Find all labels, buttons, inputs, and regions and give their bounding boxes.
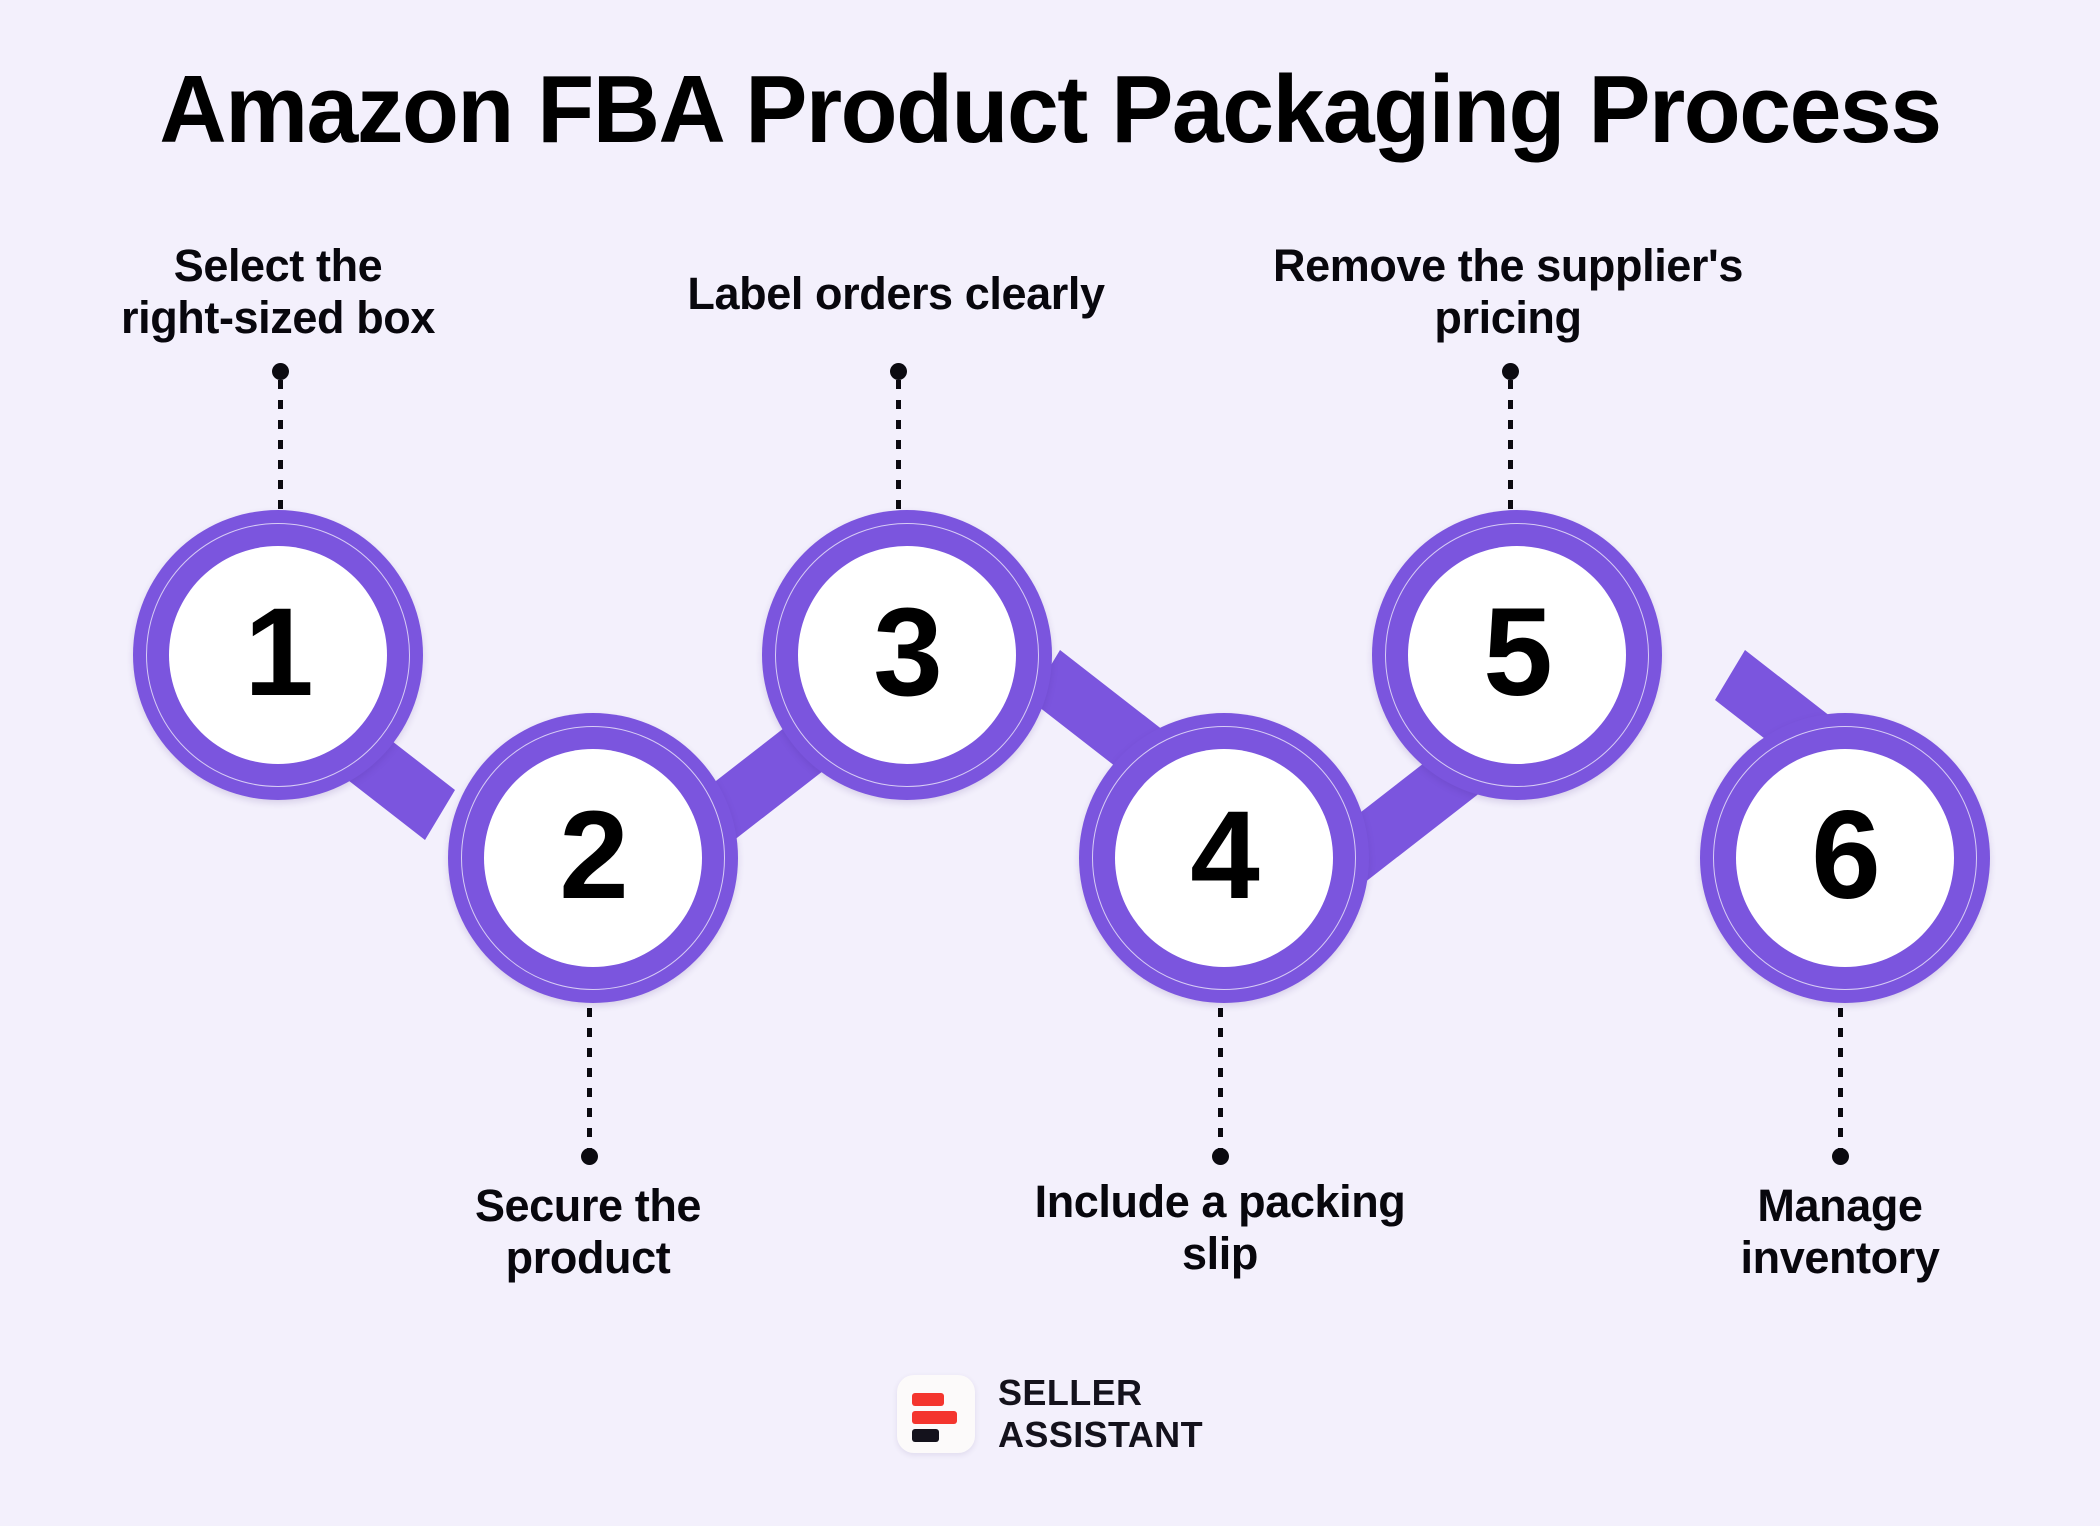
step-node-5[interactable]: 5 bbox=[1372, 510, 1662, 800]
step-disc: 2 bbox=[484, 749, 702, 967]
leader-line-4 bbox=[1218, 1008, 1223, 1153]
step-node-2[interactable]: 2 bbox=[448, 713, 738, 1003]
leader-line-1 bbox=[278, 380, 283, 512]
step-number: 2 bbox=[559, 785, 629, 925]
step-disc: 6 bbox=[1736, 749, 1954, 967]
step-number: 5 bbox=[1483, 582, 1553, 722]
step-number: 4 bbox=[1190, 785, 1260, 925]
seller-assistant-logo-mark-icon bbox=[897, 1375, 976, 1454]
step-disc: 5 bbox=[1408, 546, 1626, 764]
logo-bar-top bbox=[912, 1393, 945, 1407]
brand-logo[interactable]: SELLER ASSISTANT bbox=[0, 1372, 2100, 1456]
leader-line-5 bbox=[1508, 380, 1513, 512]
step-label-3: Label orders clearly bbox=[687, 268, 1105, 319]
step-node-4[interactable]: 4 bbox=[1079, 713, 1369, 1003]
step-node-1[interactable]: 1 bbox=[133, 510, 423, 800]
leader-dot-3 bbox=[890, 363, 907, 380]
logo-bar-bottom bbox=[912, 1429, 940, 1443]
step-number: 3 bbox=[873, 582, 943, 722]
step-node-3[interactable]: 3 bbox=[762, 510, 1052, 800]
leader-dot-4 bbox=[1212, 1148, 1229, 1165]
step-disc: 3 bbox=[798, 546, 1016, 764]
leader-line-6 bbox=[1838, 1008, 1843, 1153]
logo-bar-middle bbox=[912, 1411, 958, 1425]
leader-line-2 bbox=[587, 1008, 592, 1153]
brand-wordmark-line-2: ASSISTANT bbox=[998, 1414, 1203, 1456]
leader-dot-5 bbox=[1502, 363, 1519, 380]
leader-dot-2 bbox=[581, 1148, 598, 1165]
step-disc: 4 bbox=[1115, 749, 1333, 967]
leader-dot-1 bbox=[272, 363, 289, 380]
leader-dot-6 bbox=[1832, 1148, 1849, 1165]
brand-wordmark-line-1: SELLER bbox=[998, 1372, 1143, 1413]
brand-wordmark: SELLER ASSISTANT bbox=[998, 1372, 1203, 1456]
step-number: 6 bbox=[1811, 785, 1881, 925]
leader-line-3 bbox=[896, 380, 901, 512]
step-number: 1 bbox=[244, 582, 314, 722]
page-title: Amazon FBA Product Packaging Process bbox=[159, 56, 1942, 163]
step-node-6[interactable]: 6 bbox=[1700, 713, 1990, 1003]
step-disc: 1 bbox=[169, 546, 387, 764]
